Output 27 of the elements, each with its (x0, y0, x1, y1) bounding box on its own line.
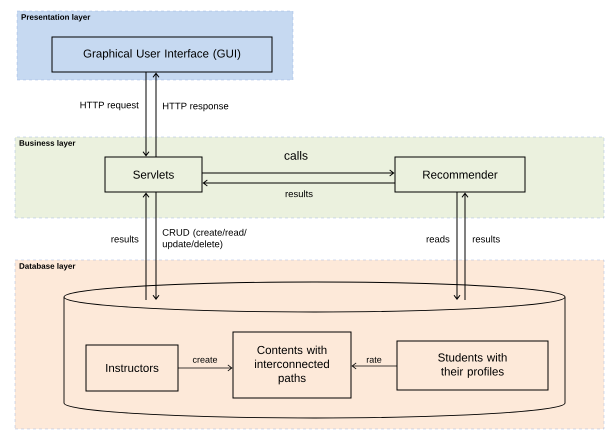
edge-label: CRUD (create/read/ update/delete) (162, 228, 247, 250)
edge-label: HTTP request (80, 102, 139, 110)
edge-label: create (192, 356, 218, 363)
process-box: Instructors (86, 344, 178, 392)
edge-label: results (472, 236, 500, 242)
arrow (142, 192, 150, 300)
arrow (152, 72, 160, 157)
edge-label: HTTP response (163, 102, 228, 112)
arrow (152, 192, 160, 300)
process-box: Recommender (394, 156, 526, 192)
arrow (178, 364, 232, 372)
edge-label: reads (426, 236, 450, 242)
arrow (202, 170, 394, 176)
edge-label: results (286, 190, 313, 198)
process-box: Graphical User Interface (GUI) (52, 36, 272, 72)
edge-label: results (111, 236, 138, 242)
arrow (462, 192, 468, 300)
arrow (142, 72, 150, 156)
database-cylinder (64, 282, 566, 418)
process-box: Servlets (104, 156, 202, 192)
arrow (352, 362, 397, 370)
process-box: Students with their profiles (396, 340, 548, 390)
arrow (454, 192, 460, 300)
arrow (202, 180, 395, 186)
edge-label: calls (284, 151, 308, 160)
process-box: Contents with interconnected paths (232, 332, 352, 398)
edge-label: rate (366, 356, 382, 363)
